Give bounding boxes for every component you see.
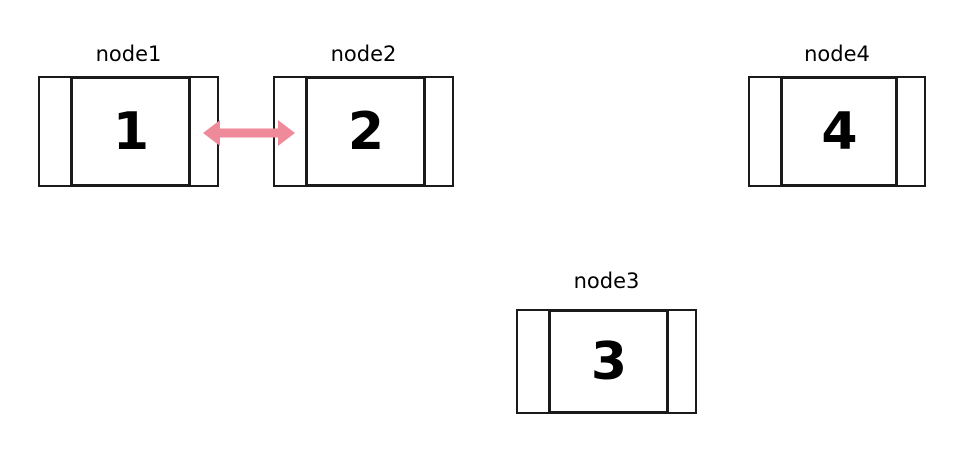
node1-prev-pointer-cell[interactable] xyxy=(38,76,72,187)
node3-next-pointer-cell[interactable] xyxy=(667,309,697,414)
node-node2[interactable]: node2 2 xyxy=(273,44,454,187)
node3-value-cell[interactable]: 3 xyxy=(548,309,669,414)
node-node1[interactable]: node1 1 xyxy=(38,44,219,187)
node2-value: 2 xyxy=(347,101,384,162)
node1-next-pointer-cell[interactable] xyxy=(189,76,219,187)
node1-label: node1 xyxy=(95,42,162,66)
node-node3[interactable]: node3 3 xyxy=(516,271,697,414)
node2-prev-pointer-cell[interactable] xyxy=(273,76,307,187)
node4-label: node4 xyxy=(804,42,870,66)
node4-prev-pointer-cell[interactable] xyxy=(748,76,782,187)
node2-label: node2 xyxy=(330,42,397,66)
node2-next-pointer-cell[interactable] xyxy=(424,76,454,187)
node4-box: 4 xyxy=(748,76,926,187)
node4-value-cell[interactable]: 4 xyxy=(780,76,898,187)
node2-value-cell[interactable]: 2 xyxy=(305,76,426,187)
node-node4[interactable]: node4 4 xyxy=(748,44,926,187)
node4-next-pointer-cell[interactable] xyxy=(896,76,926,187)
node3-box: 3 xyxy=(516,309,697,414)
node3-value: 3 xyxy=(590,331,627,392)
node1-value-cell[interactable]: 1 xyxy=(70,76,191,187)
node2-box: 2 xyxy=(273,76,454,187)
node1-value: 1 xyxy=(112,101,149,162)
node4-value: 4 xyxy=(821,101,857,162)
node1-box: 1 xyxy=(38,76,219,187)
node3-prev-pointer-cell[interactable] xyxy=(516,309,550,414)
node3-label: node3 xyxy=(573,269,640,293)
